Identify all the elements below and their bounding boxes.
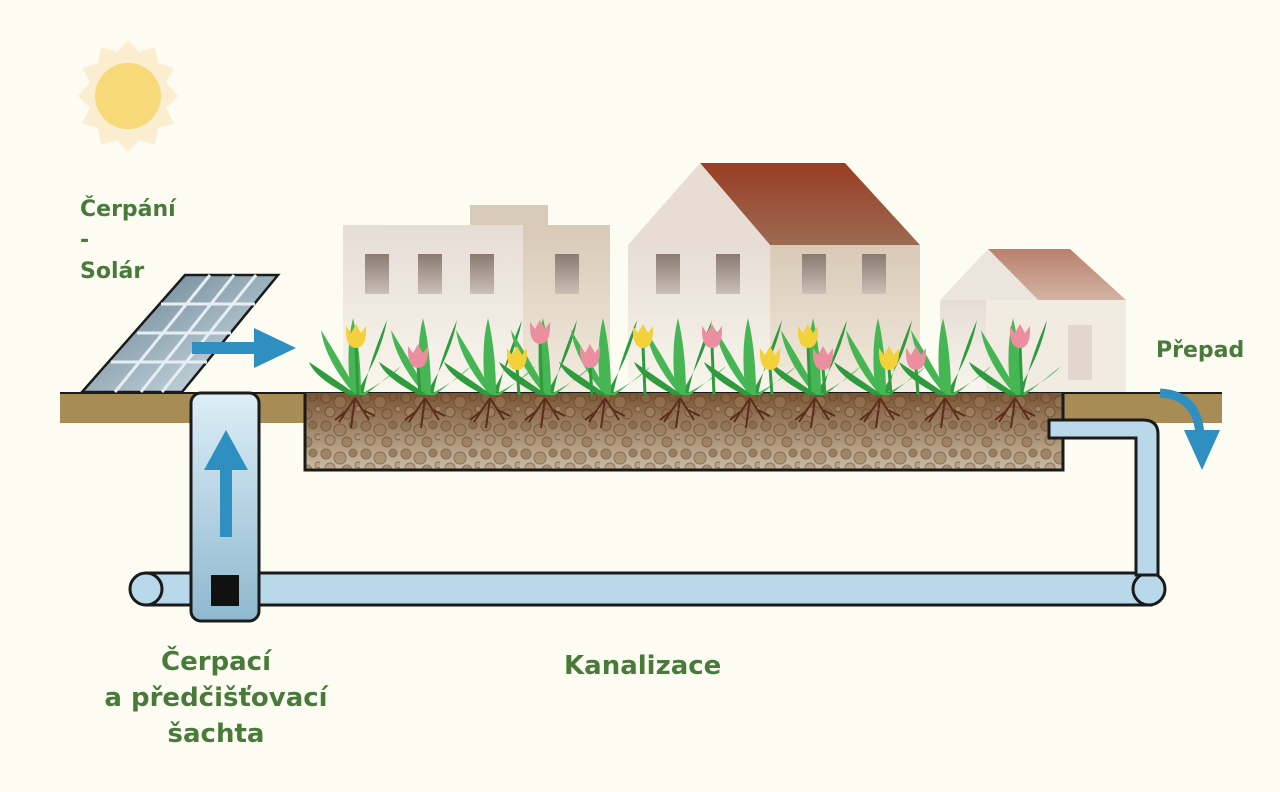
overflow-arrow-icon [1159, 388, 1220, 470]
up-arrow-icon [204, 430, 248, 537]
outlet-pipe [1047, 418, 1160, 577]
reed-clump [899, 318, 991, 395]
pumping-solar-label: Čerpání - Solár [80, 194, 176, 287]
reed-clump [444, 318, 536, 395]
shaft-label-line3: šachta [167, 719, 265, 749]
reed-clump [634, 318, 726, 395]
tulip-icon [506, 346, 528, 396]
pumping-label-line3: Solár [80, 259, 145, 284]
overflow-label: Přepad [1156, 338, 1245, 363]
pumping-label-line2: - [80, 228, 90, 253]
flow-arrow-icon [192, 328, 296, 368]
house-icon [940, 249, 1126, 395]
buildings [343, 163, 1126, 395]
plant-roots [334, 397, 1036, 429]
tulip-icon [407, 344, 429, 396]
tulip-icon [632, 324, 654, 396]
tulip-icon [1009, 324, 1031, 396]
house-icon [628, 163, 920, 395]
tulip-icon [345, 324, 367, 396]
pumping-label-line1: Čerpání [80, 197, 176, 222]
shaft-label: Čerpací a předčišťovací šachta [96, 644, 336, 752]
tulip-icon [579, 344, 601, 396]
reed-clump [704, 318, 796, 395]
tulip-icon [905, 346, 927, 396]
tulip-icon [797, 324, 819, 396]
shaft-label-line2: a předčišťovací [104, 683, 328, 713]
sun-icon [78, 40, 178, 152]
sewer-pipe [128, 571, 1167, 607]
plants [309, 318, 1061, 396]
shaft-label-line1: Čerpací [160, 647, 272, 677]
tulip-icon [812, 346, 834, 396]
tulip-icon [529, 320, 551, 396]
tulip-icon [759, 346, 781, 396]
sewer-label: Kanalizace [564, 651, 722, 681]
tulip-icon [701, 324, 723, 396]
solar-panel-icon [79, 273, 281, 394]
tulip-icon [878, 346, 900, 396]
